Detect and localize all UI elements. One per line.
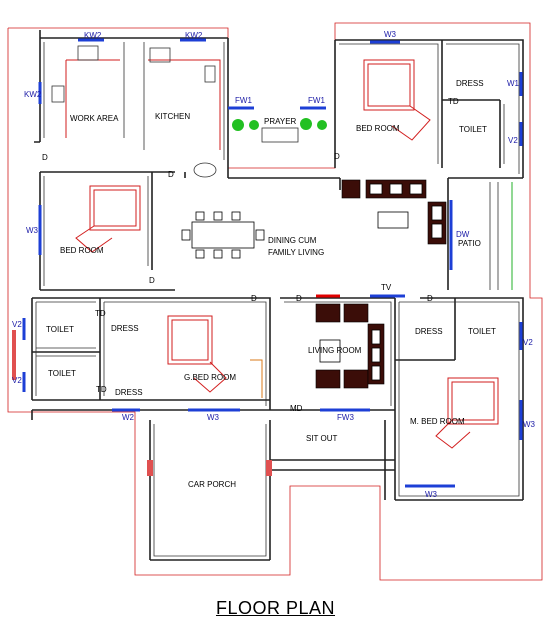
- windows: [22, 38, 523, 488]
- room-toilet-left-1: TOILET: [46, 325, 74, 334]
- room-toilet-left-2: TOILET: [48, 369, 76, 378]
- room-carporch: CAR PORCH: [188, 480, 236, 489]
- tag-v2-right: V2: [523, 338, 533, 347]
- tag-w3-mbed-bottom: W3: [425, 490, 438, 499]
- room-patio: PATIO: [458, 239, 481, 248]
- tag-w1: W1: [507, 79, 520, 88]
- tag-tv: TV: [381, 283, 392, 292]
- tag-w3-left: W3: [26, 226, 39, 235]
- room-dress-right: DRESS: [415, 327, 443, 336]
- room-work-area: WORK AREA: [70, 114, 119, 123]
- room-dress-top: DRESS: [456, 79, 484, 88]
- room-sitout: SIT OUT: [306, 434, 338, 443]
- room-mbed: M. BED ROOM: [410, 417, 465, 426]
- tag-fw1-a: FW1: [235, 96, 252, 105]
- room-toilet-right: TOILET: [468, 327, 496, 336]
- tags: KW2 KW2 KW2 W3 W1 V2 FW1 FW1 W3 DW V2 V2…: [12, 30, 536, 499]
- room-dining-2: FAMILY LIVING: [268, 248, 324, 257]
- tag-dw: DW: [456, 230, 470, 239]
- tag-fw3: FW3: [337, 413, 354, 422]
- tag-w3-right: W3: [523, 420, 536, 429]
- tag-v2-left-2: V2: [12, 376, 22, 385]
- tag-door-1: D: [42, 153, 48, 162]
- tag-td-top: TD: [448, 97, 459, 106]
- setback-outline: [7, 22, 543, 581]
- tag-w3-bottom: W3: [207, 413, 220, 422]
- beds: [75, 59, 499, 449]
- tag-door-3: D: [334, 152, 340, 161]
- tag-kw2-a: KW2: [84, 31, 102, 40]
- tag-door-4: D: [149, 276, 155, 285]
- tag-w3-top: W3: [384, 30, 397, 39]
- tag-door-2: D: [168, 170, 174, 179]
- tag-kw2-b: KW2: [185, 31, 203, 40]
- room-dining: DINING CUM: [268, 236, 317, 245]
- tag-v2-top: V2: [508, 136, 518, 145]
- sofas: [250, 179, 447, 398]
- tag-fw1-b: FW1: [308, 96, 325, 105]
- room-dress-left-2: DRESS: [115, 388, 143, 397]
- room-toilet-top: TOILET: [459, 125, 487, 134]
- room-gbed: G.BED ROOM: [184, 373, 236, 382]
- dining-set: [181, 211, 265, 259]
- tag-door-6: D: [296, 294, 302, 303]
- tag-v2-left-1: V2: [12, 320, 22, 329]
- room-bed-room-left: BED ROOM: [60, 246, 104, 255]
- tag-w2-bottom: W2: [122, 413, 135, 422]
- room-kitchen: KITCHEN: [155, 112, 190, 121]
- walls: [31, 30, 524, 561]
- tag-door-5: D: [251, 294, 257, 303]
- tag-td-left-1: TD: [95, 309, 106, 318]
- openings: [12, 330, 272, 476]
- room-prayer: PRAYER: [264, 117, 297, 126]
- kitchen-fixtures: [51, 45, 221, 178]
- tag-md: MD: [290, 404, 303, 413]
- room-bed-room-top: BED ROOM: [356, 124, 400, 133]
- room-labels: WORK AREA KITCHEN PRAYER BED ROOM DRESS …: [46, 79, 496, 489]
- room-living: LIVING ROOM: [308, 346, 362, 355]
- tag-td-left-2: TD: [96, 385, 107, 394]
- room-dress-left-1: DRESS: [111, 324, 139, 333]
- prayer-fixtures: [232, 118, 327, 143]
- tag-kw2-c: KW2: [24, 90, 42, 99]
- plan-title: FLOOR PLAN: [215, 598, 336, 618]
- tag-door-7: D: [427, 294, 433, 303]
